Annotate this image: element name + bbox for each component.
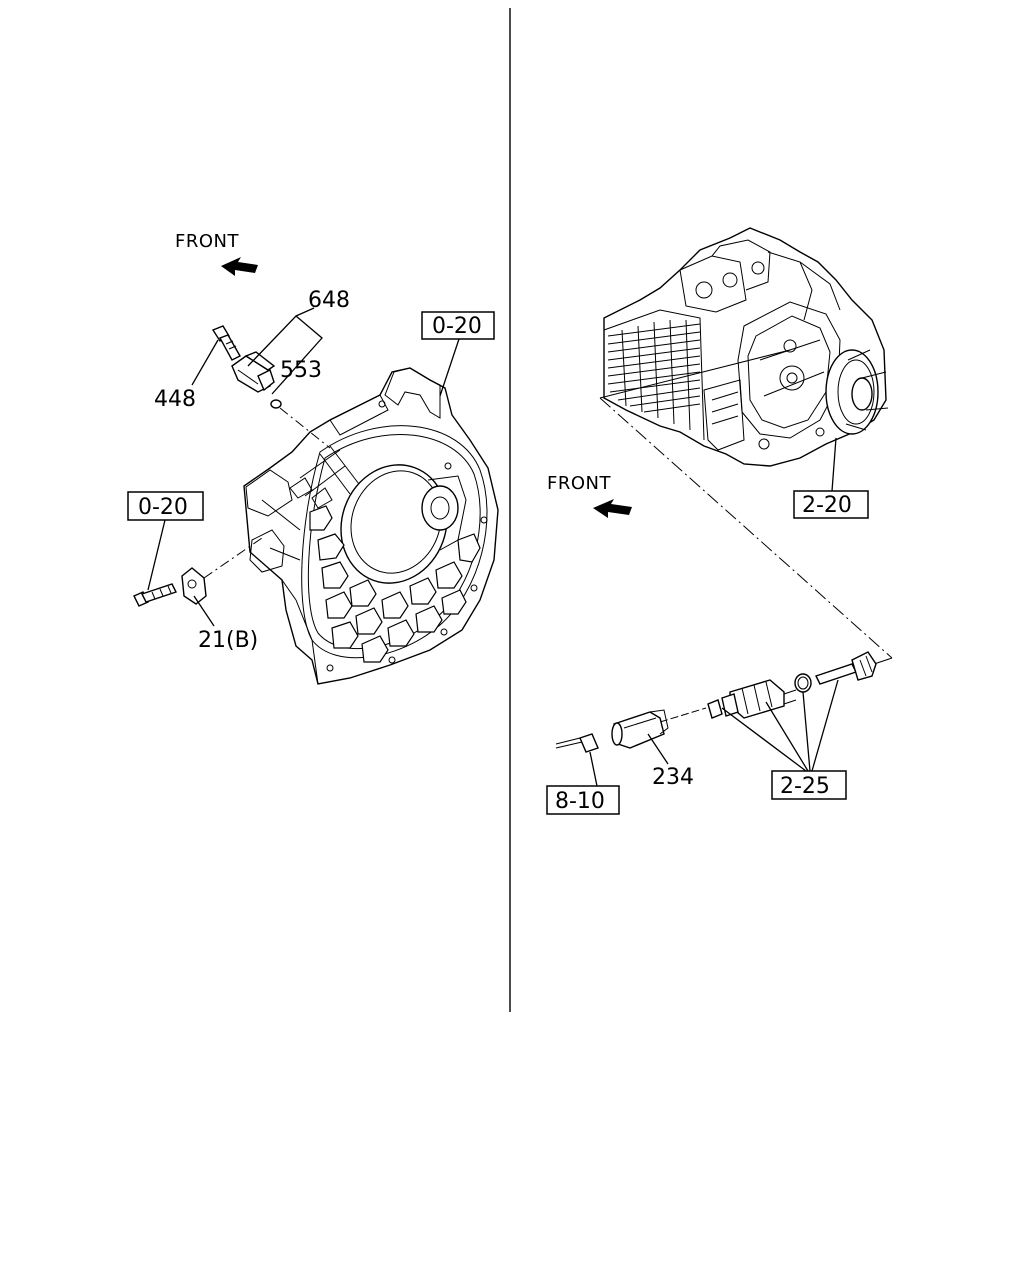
speed-sensor-234	[611, 709, 669, 749]
transmission-assembly	[603, 227, 889, 467]
callout-448: 448	[154, 387, 196, 412]
speed-sensor-648	[231, 351, 276, 393]
right-panel: FRONT 2-20	[546, 227, 893, 815]
callout-21b: 21(B)	[198, 628, 258, 653]
sensor-assembly	[211, 307, 331, 449]
wire-connector	[555, 733, 599, 753]
front-arrow-icon	[221, 257, 258, 276]
transmission-ribs	[607, 319, 701, 431]
svg-text:2-25: 2-25	[780, 774, 830, 799]
svg-text:2-20: 2-20	[802, 493, 852, 518]
front-arrow-icon	[593, 499, 632, 518]
bolt-bracket-21b	[133, 537, 263, 607]
svg-text:0-20: 0-20	[138, 495, 188, 520]
ref-box-2-25[interactable]: 2-25	[771, 770, 847, 800]
speedometer-drive-parts	[555, 651, 877, 753]
ref-box-0-20-left[interactable]: 0-20	[127, 491, 204, 521]
callout-553: 553	[280, 358, 322, 383]
ref-box-8-10[interactable]: 8-10	[546, 785, 620, 815]
ref-box-0-20-top[interactable]: 0-20	[421, 311, 495, 340]
front-label-right: FRONT	[547, 473, 611, 494]
callout-234: 234	[652, 765, 694, 790]
flywheel-housing	[243, 367, 499, 685]
front-label-left: FRONT	[175, 231, 239, 252]
callout-648: 648	[308, 288, 350, 313]
o-ring-553	[270, 399, 282, 409]
left-panel: FRONT	[127, 231, 499, 685]
svg-text:0-20: 0-20	[432, 314, 482, 339]
bolt-448	[211, 325, 241, 361]
svg-text:8-10: 8-10	[555, 789, 605, 814]
ref-box-2-20[interactable]: 2-20	[793, 490, 869, 519]
